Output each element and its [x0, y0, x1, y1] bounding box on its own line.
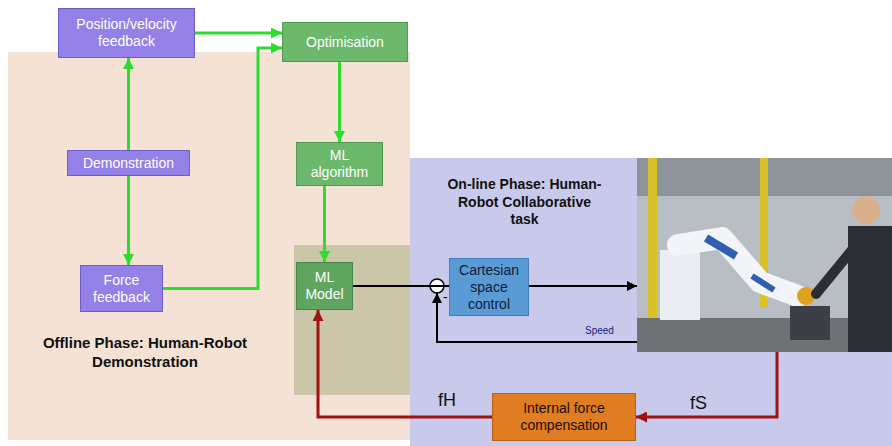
robot-arm — [678, 238, 798, 296]
connector-arrow — [127, 176, 130, 265]
connector-arrow — [338, 62, 341, 142]
process-box: ML Model — [296, 262, 353, 310]
robot-base — [660, 250, 700, 320]
connector-arrow — [353, 285, 449, 287]
process-box: ML algorithm — [296, 142, 383, 186]
robot-accent — [706, 238, 736, 256]
robot-photo — [637, 158, 892, 352]
process-box: Optimisation — [282, 22, 408, 62]
sensor-force-line — [636, 352, 777, 417]
signal-name: fH — [438, 390, 456, 411]
connector-arrow — [127, 58, 130, 150]
label-holder: fH — [438, 390, 456, 411]
feedback-line — [437, 293, 637, 342]
title-holder: Offline Phase: Human-Robot Demonstration — [15, 334, 275, 372]
signal-name: fS — [690, 393, 707, 414]
box-label: Cartesian space control — [455, 262, 523, 312]
yellow-pillar — [648, 158, 657, 328]
process-box: Cartesian space control — [449, 258, 529, 316]
box-label: ML algorithm — [302, 147, 377, 181]
model-highlight — [294, 245, 410, 395]
process-box: Internal force compensation — [492, 393, 636, 441]
box-label: Force feedback — [86, 272, 157, 306]
connector-arrow — [163, 48, 282, 289]
box-label: Demonstration — [83, 155, 174, 172]
command-line — [529, 285, 637, 287]
phase-title: Offline Phase: Human-Robot Demonstration — [15, 334, 275, 372]
box-label: Optimisation — [306, 34, 384, 51]
process-box: Demonstration — [67, 150, 190, 176]
photo-background — [637, 158, 892, 352]
person-head — [852, 196, 880, 224]
robot-accent — [752, 276, 774, 290]
label-holder: Speed — [585, 325, 614, 336]
connector-arrow — [318, 310, 492, 417]
person-body — [848, 226, 892, 352]
label-holder: fS — [690, 393, 707, 414]
label-holder: - — [443, 289, 448, 305]
box-label: ML Model — [302, 269, 347, 303]
chair — [790, 306, 830, 340]
box-label: Position/velocity feedback — [64, 16, 189, 50]
person-arm — [816, 250, 852, 294]
minus-sign: - — [443, 289, 448, 305]
phase-title: On-line Phase: Human-Robot Collaborative… — [447, 176, 602, 229]
process-box: Position/velocity feedback — [58, 8, 195, 58]
title-holder: On-line Phase: Human-Robot Collaborative… — [447, 176, 602, 229]
connector-arrow — [323, 186, 326, 262]
process-box: Force feedback — [80, 265, 163, 312]
signal-name: Speed — [585, 325, 614, 336]
box-label: Internal force compensation — [498, 400, 630, 434]
connector-arrow — [195, 32, 282, 35]
